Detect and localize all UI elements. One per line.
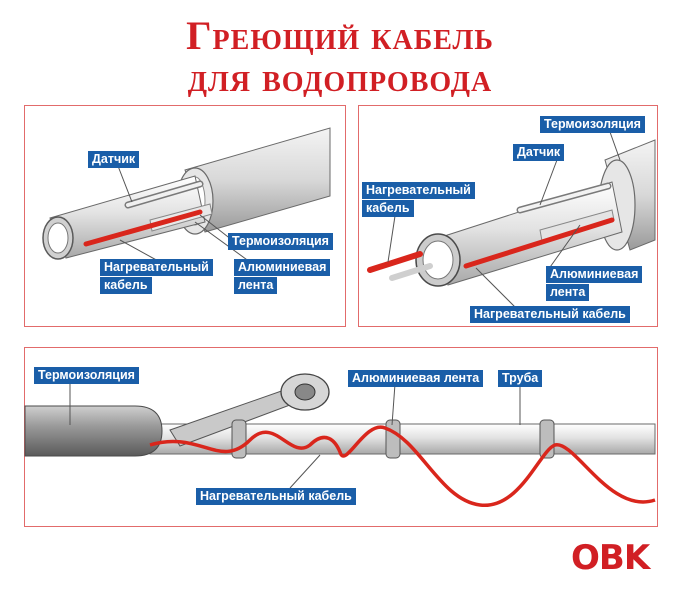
brand-logo: OBK — [571, 538, 650, 578]
right-label-insulation: Термоизоляция — [540, 116, 645, 133]
bottom-pipe-assembly — [24, 373, 656, 507]
left-label-alu-tape-line1: Алюминиевая — [234, 259, 331, 276]
right-label-sensor: Датчик — [513, 144, 565, 161]
title-line-2: для водопровода — [187, 55, 493, 100]
left-pipe-assembly — [42, 127, 331, 263]
left-label-alu-tape-line2: лента — [234, 277, 278, 294]
left-label-insulation: Термоизоляция — [228, 233, 333, 250]
right-label-alu-tape-line1: Алюминиевая — [546, 266, 643, 283]
title-line-1: Греющий кабель — [186, 13, 494, 58]
bottom-label-insulation: Термоизоляция — [34, 367, 139, 384]
bottom-label-pipe: Труба — [498, 370, 543, 387]
left-label-heating-cable-line1: Нагревательный — [100, 259, 213, 276]
left-label-heating-cable-line2: кабель — [100, 277, 152, 294]
right-label-heating-cable-line2: кабель — [362, 200, 414, 217]
right-label-alu-tape-line2: лента — [546, 284, 590, 301]
bottom-label-alu-tape: Алюминиевая лента — [348, 370, 484, 387]
left-label-sensor: Датчик — [88, 151, 140, 168]
right-label-heating-cable-line1: Нагревательный — [362, 182, 475, 199]
right-pipe-assembly — [367, 131, 656, 309]
bottom-label-heating-cable: Нагревательный кабель — [196, 488, 356, 505]
right-label-heating-cable-full: Нагревательный кабель — [470, 306, 630, 323]
